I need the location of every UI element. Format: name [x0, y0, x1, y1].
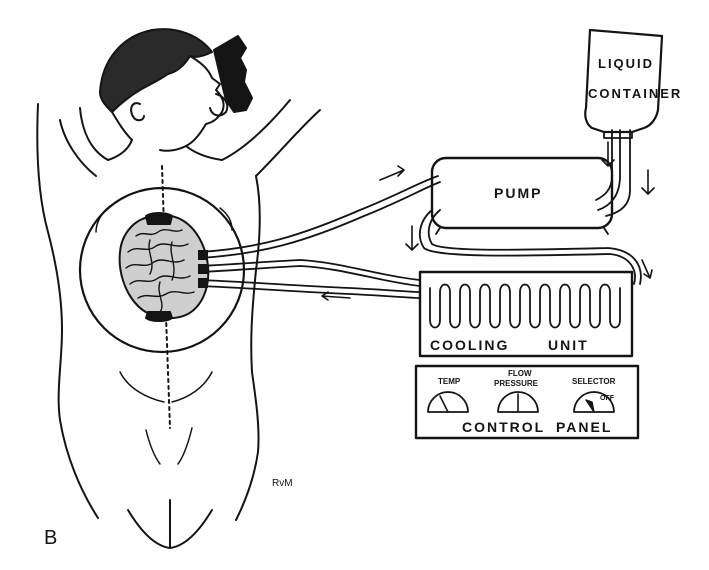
cooling-unit-label-word1: COOLING: [430, 337, 509, 353]
selector-gauge-label: SELECTOR: [572, 377, 616, 386]
patient-torso-right: [235, 175, 261, 521]
patient-torso-left: [36, 103, 99, 519]
patient-figure: [36, 28, 321, 549]
inflow-tubing: [199, 175, 441, 259]
pump-label: PUMP: [494, 185, 542, 201]
temp-gauge-label: TEMP: [438, 377, 461, 386]
liquid-container[interactable]: [584, 28, 664, 134]
selector-setting-label: OFF: [600, 395, 615, 402]
artist-signature: RvM: [272, 478, 293, 489]
control-panel-label-word2: PANEL: [556, 419, 612, 435]
pump-feet: [435, 227, 609, 235]
flow-pressure-gauge[interactable]: [497, 391, 539, 413]
patient-neck-right: [185, 145, 223, 161]
patient-hair: [99, 28, 213, 113]
return-tubing: [199, 279, 421, 299]
figure-panel-letter: B: [44, 527, 57, 549]
patient-right-arm: [221, 99, 321, 177]
patient-neck-left: [107, 139, 133, 161]
selector-switch[interactable]: [573, 391, 615, 413]
flow-arrows: [321, 141, 655, 301]
cooling-unit-label-word2: UNIT: [548, 337, 589, 353]
pump-box[interactable]: [430, 156, 614, 230]
cooling-unit-box[interactable]: [418, 270, 634, 358]
mouthpiece: [209, 93, 229, 117]
tube-connectors: [198, 250, 208, 288]
patient-ear: [130, 102, 145, 122]
patient-buttocks: [127, 499, 213, 549]
patient-head: [111, 55, 225, 152]
control-panel-box: [414, 364, 640, 440]
container-label-line1: LIQUID: [598, 56, 654, 71]
outflow-tubing: [199, 259, 421, 287]
container-neck: [603, 131, 633, 139]
exposed-tissue: [118, 212, 210, 322]
flow-gauge-label-line2: PRESSURE: [494, 379, 539, 388]
patient-back-contour: [119, 371, 213, 465]
control-panel-label-word1: CONTROL: [462, 419, 545, 435]
patient-left-arm: [59, 107, 109, 177]
mask-device: [213, 35, 253, 113]
temp-gauge[interactable]: [427, 391, 469, 413]
container-label-line2: CONTAINER: [588, 86, 682, 101]
cooling-coil: [429, 283, 621, 329]
flow-gauge-label-line1: FLOW: [508, 369, 532, 378]
pump-to-cooler-tubing: [418, 209, 642, 285]
